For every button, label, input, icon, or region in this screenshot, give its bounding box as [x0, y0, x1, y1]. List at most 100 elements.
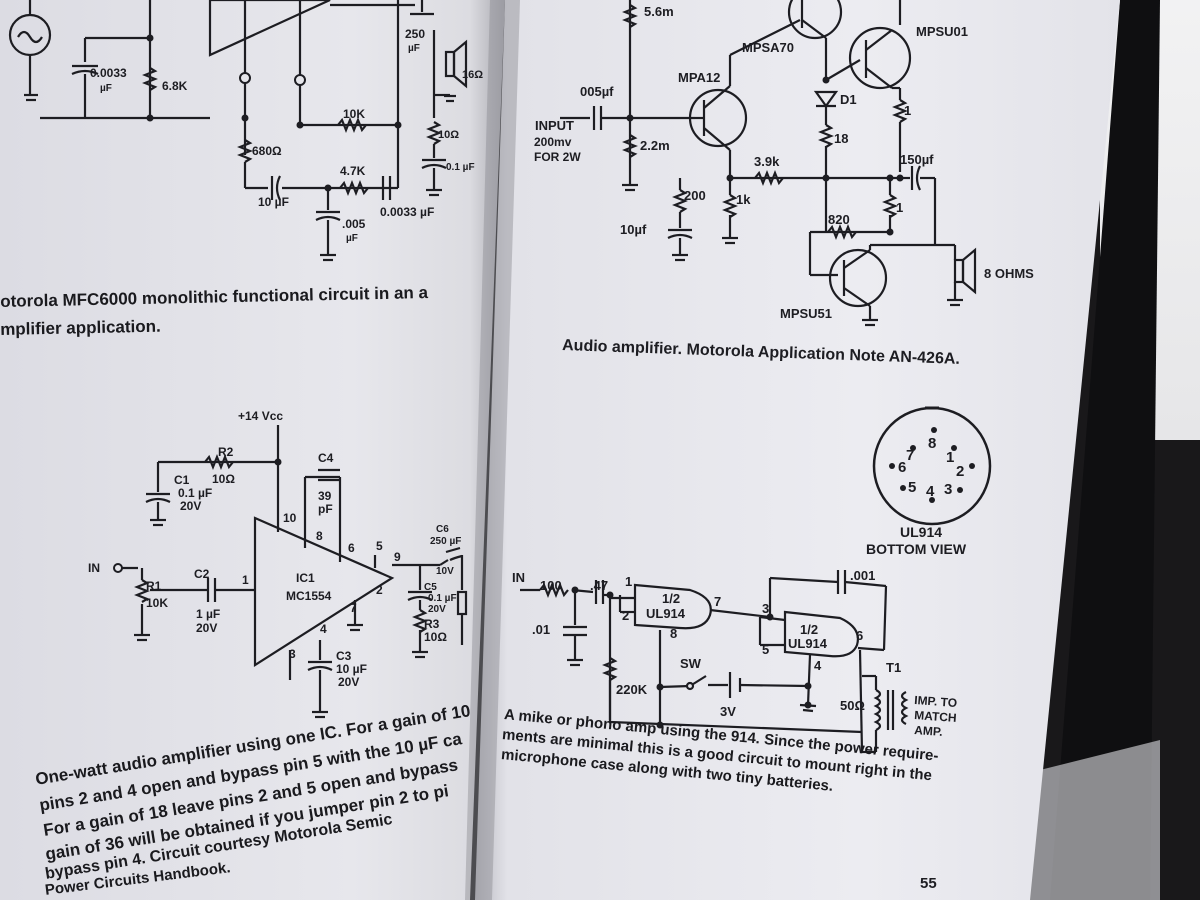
audio-amp-schematic: [560, 0, 977, 327]
label-g1-half: 1/2: [662, 591, 680, 606]
label-c4: C4: [318, 451, 334, 465]
label-r-1a: 1: [904, 103, 911, 118]
label-imp-2: MATCH: [914, 708, 957, 725]
label-g1-pin2: 2: [622, 608, 629, 623]
label-uf-1: µF: [100, 83, 112, 94]
label-c6: C6: [436, 524, 449, 535]
label-c4-unit: pF: [318, 502, 333, 516]
label-r-47k: 4.7K: [340, 164, 366, 178]
label-c2-v: 20V: [196, 621, 217, 635]
label-c5-val: 0.1 µF: [428, 593, 457, 604]
label-r1: R1: [146, 579, 162, 593]
label-sw: SW: [680, 656, 702, 671]
label-g1-pin8: 8: [670, 626, 677, 641]
label-spk-16: 16Ω: [462, 69, 483, 81]
audio-amp-junctions: [626, 76, 904, 236]
mfc6000-nodes: [239, 72, 306, 86]
label-r-10k: 10K: [343, 107, 365, 121]
label-c2: C2: [194, 567, 210, 581]
book-gutter: [465, 0, 520, 900]
label-r3: R3: [424, 617, 440, 631]
label-c-10uf: 10 µF: [258, 195, 289, 209]
label-r-100: 100: [540, 578, 562, 593]
label-c-250: 250: [405, 27, 425, 41]
mc1554-junction: [274, 458, 282, 466]
label-g2-half: 1/2: [800, 622, 818, 637]
audio-amp-labels: 5.6m MPSA70 MPSU01 MPA12 005µf D1 INPUT …: [534, 4, 1034, 321]
label-r3-val: 10Ω: [424, 630, 447, 644]
label-r2-val: 10Ω: [212, 472, 235, 486]
label-vcc: +14 Vcc: [238, 409, 283, 423]
label-50ohm: 50Ω: [840, 698, 865, 713]
label-mike-in: IN: [512, 570, 525, 585]
left-page: [0, 0, 505, 900]
label-c-150: 150µf: [900, 152, 934, 167]
label-c-005: .005: [342, 217, 366, 231]
label-c-005: 005µf: [580, 84, 614, 99]
label-imp-3: AMP.: [914, 723, 943, 739]
label-g2-pin4: 4: [814, 658, 822, 673]
ul914-pinout: 8 7 1 6 2 5 4 3 UL914 BOTTOM VIEW: [866, 406, 992, 557]
book-edge-shadow: [1050, 0, 1160, 900]
label-r1-val: 10K: [146, 596, 168, 610]
label-ic-name: IC1: [296, 571, 315, 585]
label-c3-v: 20V: [338, 675, 359, 689]
label-c-001: .001: [850, 568, 875, 583]
caption-mfc6000-line2: mplifier application.: [0, 316, 161, 339]
mike-amp-junctions: [571, 586, 812, 729]
label-r-22m: 2.2m: [640, 138, 670, 153]
label-c6-val: 250 µF: [430, 536, 461, 547]
label-input-lvl: 200mv: [534, 135, 572, 149]
label-c1-v: 20V: [180, 499, 201, 513]
label-imp-1: IMP. TO: [914, 693, 958, 710]
label-r-1b: 1: [896, 200, 903, 215]
label-c-10: 10µf: [620, 222, 647, 237]
label-r-10ohm: 10Ω: [438, 129, 459, 141]
pin-label-8: 8: [928, 435, 936, 452]
pinout-subtitle: BOTTOM VIEW: [866, 541, 967, 557]
label-pin9: 9: [394, 550, 401, 564]
label-c3-val: 10 µF: [336, 662, 367, 676]
label-uf-3: µF: [346, 233, 358, 244]
label-r-820: 820: [828, 212, 850, 227]
label-pin10: 10: [283, 511, 297, 525]
label-g2-part: UL914: [788, 636, 828, 651]
label-c1-val: 0.1 µF: [178, 486, 212, 500]
label-c-mike-01: .01: [532, 622, 550, 637]
label-c2-val: 1 µF: [196, 607, 220, 621]
mike-amp-schematic: [520, 570, 909, 754]
label-c3: C3: [336, 649, 352, 663]
label-input-pwr: FOR 2W: [534, 150, 581, 164]
label-r-6k8: 6.8K: [162, 79, 188, 93]
pin-label-5: 5: [908, 479, 916, 496]
label-pin7: 7: [350, 601, 357, 615]
label-c4-val: 39: [318, 489, 332, 503]
mfc6000-junctions: [146, 34, 402, 192]
label-input: INPUT: [535, 118, 574, 133]
label-r2: R2: [218, 445, 234, 459]
label-c-01: 0.1 µF: [446, 162, 475, 173]
mike-amp-labels: IN 100 .47 .01 1 2 1/2 UL914 8 7 3 5 1/2…: [512, 568, 958, 739]
pin-label-4: 4: [926, 483, 935, 500]
label-c6-v: 10V: [436, 566, 454, 577]
label-r-18: 18: [834, 131, 848, 146]
label-mpsu51: MPSU51: [780, 306, 832, 321]
label-mpsu01: MPSU01: [916, 24, 968, 39]
pinout-title: UL914: [900, 524, 942, 540]
label-g2-pin5: 5: [762, 642, 769, 657]
label-pin5: 5: [376, 539, 383, 553]
pin-label-1: 1: [946, 449, 954, 466]
label-uf-2: µF: [408, 43, 420, 54]
label-c-00033b: 0.0033 µF: [380, 205, 434, 219]
label-r-680: 680Ω: [252, 144, 282, 158]
pin-label-3: 3: [944, 481, 952, 498]
label-c5: C5: [424, 582, 437, 593]
label-g2-pin6: 6: [856, 628, 863, 643]
label-c1: C1: [174, 473, 190, 487]
label-r-220k: 220K: [616, 682, 648, 697]
pin-label-2: 2: [956, 463, 964, 480]
label-c-47: .47: [590, 578, 608, 593]
label-g1-part: UL914: [646, 606, 686, 621]
label-r-56m: 5.6m: [644, 4, 674, 19]
label-pin6: 6: [348, 541, 355, 555]
